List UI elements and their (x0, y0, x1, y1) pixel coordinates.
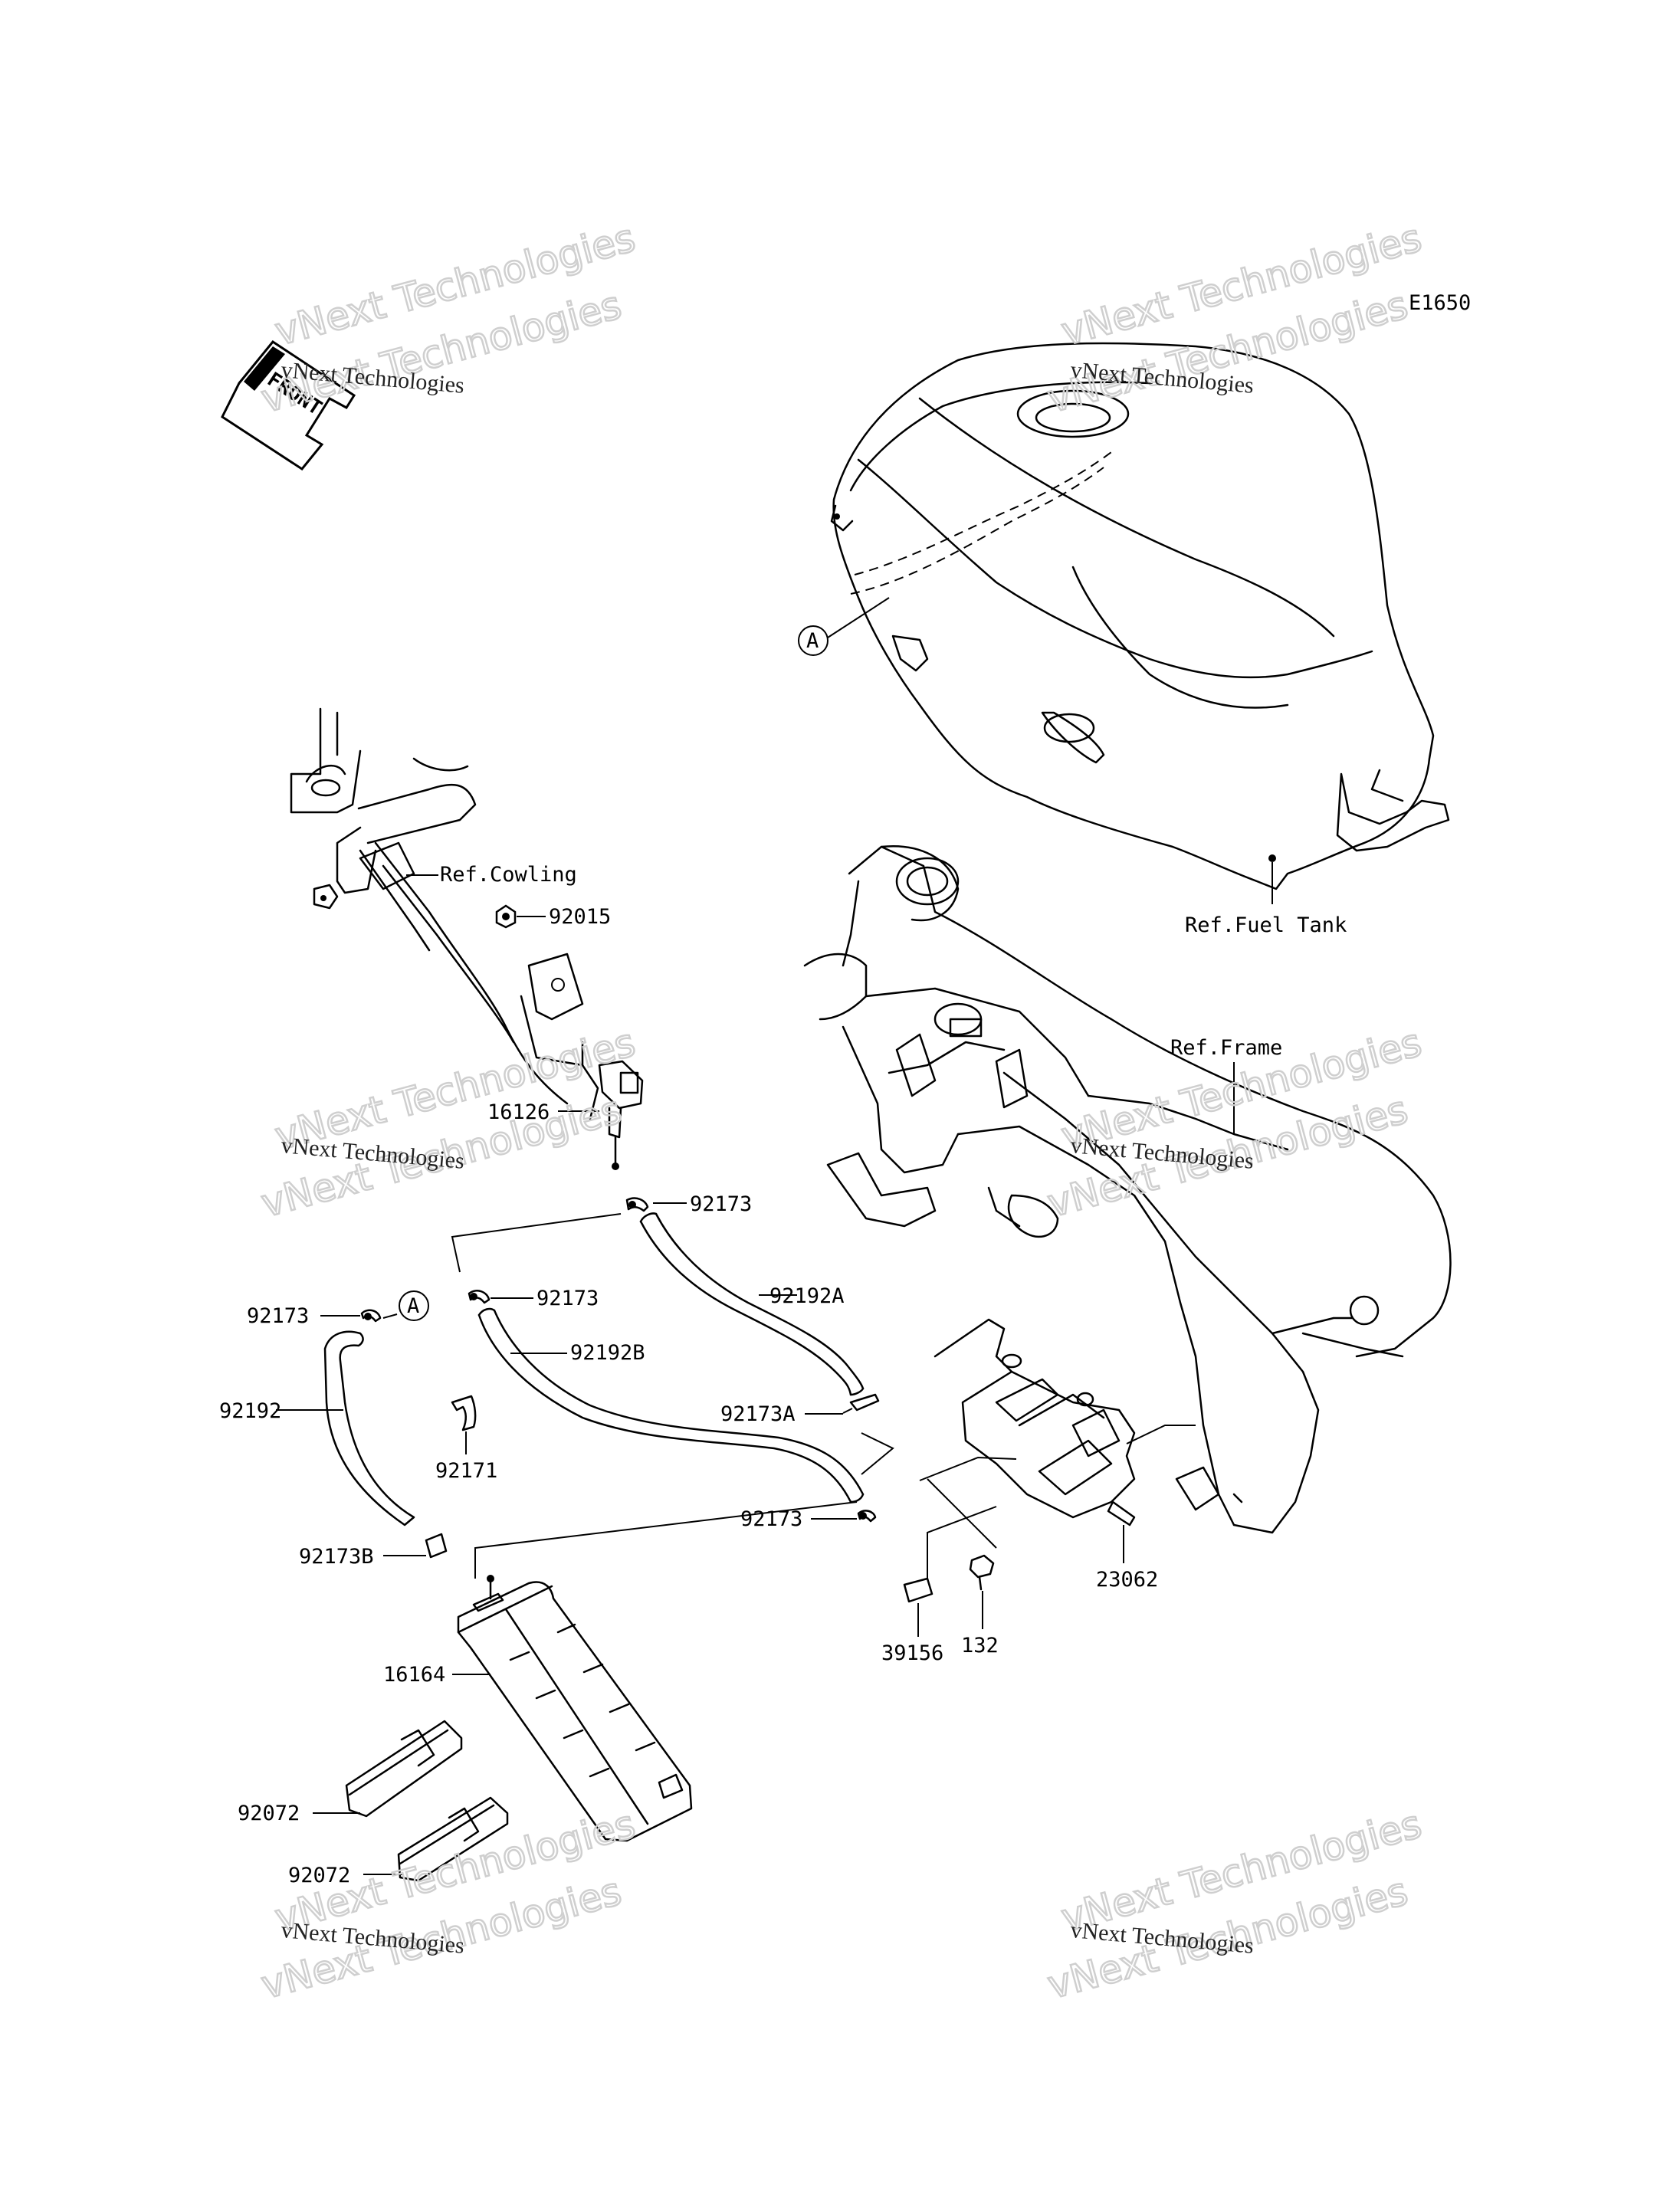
leader-92173-mid (451, 1213, 622, 1273)
part-92173-top-label: 92173 (690, 1192, 752, 1216)
valve-16126 (558, 1060, 644, 1170)
part-92173-mid-label: 92173 (536, 1287, 599, 1310)
part-16126-label: 16126 (487, 1100, 550, 1124)
part-92072-b-label: 92072 (288, 1864, 350, 1887)
pad-39156 (903, 1577, 934, 1637)
pad-92072-a (313, 1720, 463, 1818)
part-92173-low-label: 92173 (740, 1507, 802, 1531)
part-92192B-label: 92192B (570, 1341, 645, 1365)
part-92192-label: 92192 (219, 1399, 281, 1423)
cowling-bracket (290, 707, 599, 1120)
hose-92192 (276, 1330, 415, 1526)
part-92171-label: 92171 (435, 1459, 497, 1483)
bolt-132 (969, 1554, 995, 1629)
callout-marker-a-hose: A (399, 1290, 429, 1321)
part-23062-label: 23062 (1096, 1568, 1158, 1592)
part-16164-label: 16164 (383, 1663, 445, 1687)
hose-92192B (477, 1307, 865, 1503)
fuel-tank (830, 342, 1450, 904)
leader-canister (474, 1501, 858, 1579)
bracket-23062 (919, 1318, 1196, 1563)
pad-92072-b (363, 1796, 509, 1882)
part-39156-label: 39156 (881, 1641, 943, 1665)
clamp-92173-top (625, 1197, 687, 1212)
diagram-code: E1650 (1409, 291, 1471, 315)
clamp-92173-mid (468, 1290, 533, 1304)
front-arrow-icon: FRONT (221, 340, 356, 471)
ref-cowling-label: Ref.Cowling (440, 863, 577, 887)
part-132-label: 132 (961, 1634, 999, 1658)
leader-valve-link (861, 1432, 894, 1475)
clamp-92173B (383, 1533, 448, 1559)
clip-92173A (805, 1393, 880, 1415)
part-92173A-label: 92173A (720, 1402, 796, 1426)
ref-fuel-tank-label: Ref.Fuel Tank (1185, 913, 1347, 937)
frame (803, 845, 1452, 1534)
ref-frame-label: Ref.Frame (1170, 1036, 1282, 1060)
leader-39156 (927, 1478, 997, 1549)
part-92173B-label: 92173B (299, 1545, 374, 1569)
watermark-6: vNext Technologies vNext Technologies (1042, 1801, 1427, 2008)
canister-16164 (452, 1575, 693, 1842)
part-92173-left-label: 92173 (247, 1304, 309, 1328)
nut-92015 (495, 904, 546, 929)
part-92192A-label: 92192A (769, 1284, 845, 1308)
clamp-92173-left (320, 1309, 398, 1323)
watermark-3: vNext Technologies vNext Technologies (256, 1019, 641, 1227)
svg-text:A: A (407, 1294, 419, 1318)
clip-92171 (451, 1395, 477, 1454)
leader-132-a (927, 1506, 997, 1579)
svg-text:A: A (806, 629, 819, 653)
hose-92192A (639, 1212, 865, 1396)
callout-marker-a-tank: A (798, 597, 890, 656)
clamp-92173-low (811, 1510, 877, 1523)
part-92072-a-label: 92072 (238, 1802, 300, 1825)
part-92015-label: 92015 (549, 905, 611, 929)
